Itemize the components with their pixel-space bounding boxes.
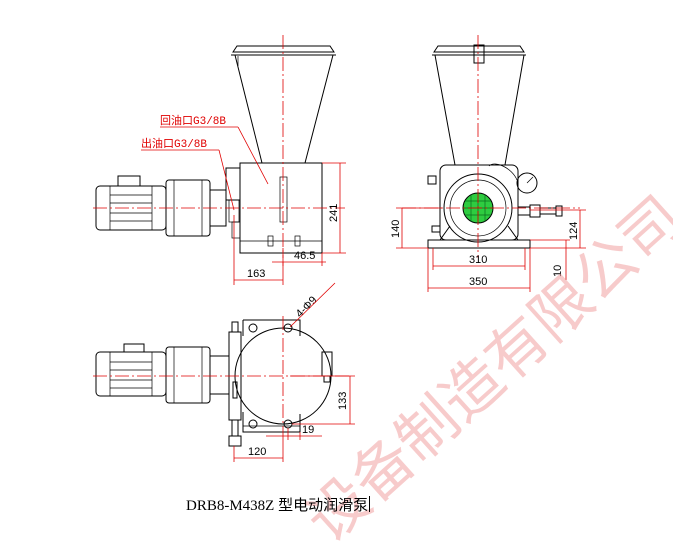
dim-120: 120 (248, 446, 266, 458)
front-reservoir-cone (234, 54, 334, 164)
dim-241: 241 (328, 204, 340, 222)
dim-10: 10 (552, 265, 564, 277)
top-reducer (165, 346, 211, 404)
dim-350: 350 (469, 276, 487, 288)
front-reservoir-lid (232, 45, 335, 53)
diagram-caption: DRB8-M438Z 型电动润滑泵 (186, 494, 371, 515)
mount-hole (283, 323, 293, 333)
mount-hole (248, 323, 258, 333)
dim-124: 124 (568, 222, 580, 240)
side-reservoir-cone (434, 54, 525, 166)
top-view: 4-Φ9 133 19 120 (93, 282, 355, 462)
side-reservoir-lid (433, 45, 525, 53)
front-view: 回油口G3/8B 出油口G3/8B 241 46.5 163 (93, 35, 346, 285)
return-port-label: 回油口G3/8B (160, 113, 226, 128)
top-motor (95, 351, 167, 397)
mount-hole (248, 419, 258, 429)
text-cursor (369, 496, 371, 512)
dim-140: 140 (390, 220, 402, 238)
caption-text: DRB8-M438Z 型电动润滑泵 (186, 498, 369, 514)
dim-19: 19 (302, 424, 314, 436)
dim-46-5: 46.5 (294, 250, 315, 262)
side-base (427, 239, 531, 249)
top-mounting-plate (242, 319, 301, 433)
side-view: 140 310 350 124 10 (390, 35, 586, 292)
dim-310: 310 (469, 254, 487, 266)
dim-133: 133 (337, 392, 349, 410)
dim-163: 163 (247, 268, 265, 280)
outlet-port-label: 出油口G3/8B (141, 136, 207, 151)
hole-spec-label: 4-Φ9 (294, 294, 320, 320)
front-flange (225, 167, 241, 201)
pressure-gauge (516, 172, 538, 194)
